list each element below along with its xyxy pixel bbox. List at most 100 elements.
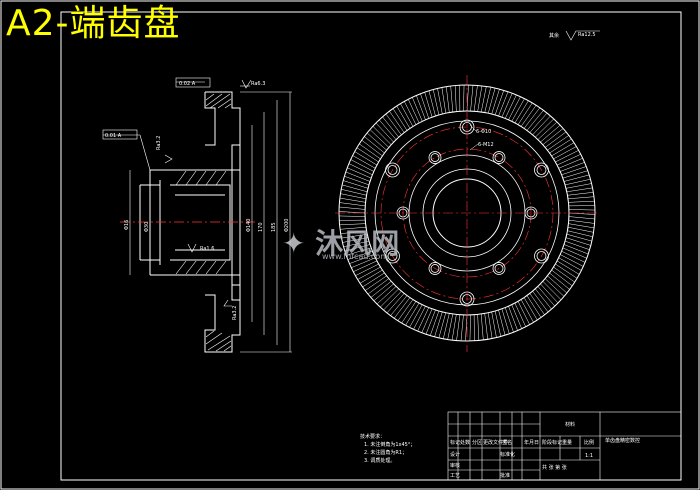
gear-tooth [544,278,565,297]
gear-tooth [568,223,595,229]
gear-tooth [563,174,590,182]
gear-tooth [340,230,367,234]
inner-bolt-hole-inner [494,153,504,162]
watermark-brand: ✦ 沐风网 [282,222,399,262]
gear-tooth [535,118,554,138]
gear-tooth [396,105,411,129]
gear-tooth [537,286,555,307]
gear-teeth [338,84,596,342]
dim-d6: Φ200 [284,219,290,232]
dim-d5: 185 [271,222,277,232]
gear-tooth [477,85,483,112]
gear-tooth [397,299,414,321]
gear-tooth [346,247,372,256]
inner-bolt-hole-inner [430,153,440,162]
gear-tooth [392,108,408,131]
gear-tooth [537,121,558,140]
gear-tooth [352,155,376,169]
gear-tooth [434,311,443,337]
gear-tooth [344,176,370,186]
gear-tooth [386,293,405,314]
gear-tooth [438,312,447,338]
gear-tooth [465,314,468,342]
gear-tooth [547,135,569,151]
gear-tooth [551,142,575,157]
gear-tooth [342,237,369,243]
gear-tooth [501,93,513,118]
gear-tooth [413,306,426,330]
runout-frame [102,129,138,140]
gear-tooth [484,87,491,113]
gear-tooth [343,180,369,189]
gear-tooth [390,295,408,316]
gear-tooth [454,85,457,112]
gear-tooth [568,200,595,203]
dim-d3: Φ140 [246,219,252,232]
inner-bolt-hole [428,151,442,164]
gear-tooth [562,247,587,259]
gear-tooth [389,111,405,133]
gear-tooth [470,85,474,112]
gear-tooth [514,100,529,124]
gear-tooth [364,136,385,154]
inner-bolt-hole [492,151,506,164]
gear-tooth [383,290,402,311]
watermark-brand-text: 沐风网 [315,227,400,260]
gear-tooth [523,297,538,321]
gear-tooth [416,95,426,120]
roughness-top-symbol [241,79,252,89]
gear-tooth [361,139,383,157]
runout-text: 0.01 A [105,133,122,139]
tech-notes-heading: 技术要求： [360,434,386,440]
gear-tooth [357,266,381,280]
gear-tooth [517,301,530,325]
gear-tooth [565,237,591,246]
gear-tooth [511,98,525,122]
gear-tooth [469,314,471,341]
gear-tooth [494,310,502,337]
gear-tooth [420,93,430,119]
gear-tooth [520,299,534,323]
gear-tooth [349,254,374,264]
outer-bolt-hole-inner [387,251,398,261]
gear-tooth [373,283,394,301]
gear-tooth [339,202,366,207]
outer-bolt-hole-inner [536,251,547,261]
gear-tooth [542,128,564,145]
gear-tooth [441,87,447,114]
gear-tooth [504,307,514,333]
gear-tooth [380,288,399,308]
roughness-bore-symbol [187,243,197,253]
roughness-top-text: Ra6.3 [251,81,265,87]
hole-label-1: 6-Φ10 [476,129,491,135]
gear-tooth [477,314,480,341]
tb-scale: 比例 [584,439,594,446]
gear-tooth [562,170,588,179]
gear-tooth [437,88,443,115]
gear-tooth [568,219,595,224]
gear-tooth [532,115,551,136]
gear-tooth [404,101,417,125]
gear-tooth [532,290,549,313]
gear-tooth [564,240,590,250]
gear-tooth [567,192,594,196]
tb-col-4: 年月日 [524,439,539,446]
outer-bolt-hole-inner [536,165,547,175]
gear-tooth [359,143,381,160]
gear-tooth [362,272,385,288]
gear-tooth [560,254,584,267]
gear-tooth [549,138,572,154]
gear-tooth [535,288,552,310]
gear-tooth [494,90,504,116]
gear-tooth [540,283,559,304]
gear-tooth [366,132,387,151]
gear-tooth [556,154,581,166]
gear-tooth [393,297,411,319]
tb-col-0: 处数 [460,439,470,446]
tech-note-2: 2. 未注圆角为R1； [364,450,408,456]
tb-row-0: 标记 [450,439,460,446]
tb-row-3: 工艺 [450,473,460,479]
gear-tooth [555,150,579,163]
gear-tooth [408,99,420,124]
gear-tooth [432,89,440,116]
